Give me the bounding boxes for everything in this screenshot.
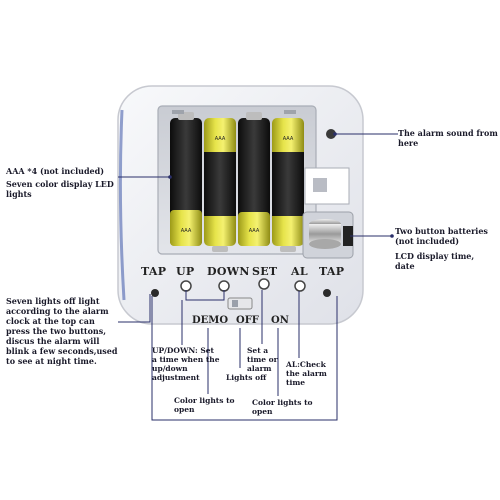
tap-right-button-hole [323, 289, 331, 297]
battery-1 [170, 112, 202, 246]
battery-2 [204, 118, 236, 252]
al-button-hole [294, 280, 306, 292]
off-label: OFF [236, 315, 259, 326]
aaa-label: AAA *4 (not included) [6, 166, 105, 176]
down-button-hole [218, 280, 230, 292]
tap-left-button-hole [151, 289, 159, 297]
seven-lights-label: Seven lights off light according to the … [6, 296, 118, 366]
up-button-hole [180, 280, 192, 292]
battery-mark-3: AAA [249, 228, 260, 234]
tap-left-label: TAP [141, 265, 167, 278]
battery-mark-1: AAA [181, 228, 192, 234]
up-label: UP [176, 265, 195, 278]
al-desc-label: AL:Check the alarm time [286, 360, 327, 387]
battery-mark-4: AAA [283, 136, 294, 142]
tap-right-label: TAP [319, 265, 345, 278]
battery-mark-2: AAA [215, 136, 226, 142]
speaker-hole [326, 129, 336, 139]
color-lights-open-label-2: Color lights to open [252, 398, 313, 416]
lcd-label: LCD display time, date [395, 251, 475, 271]
button-batteries-label: Two button batteries (not included) [395, 226, 488, 246]
color-lights-open-label-1: Color lights to open [174, 396, 235, 414]
set-label: SET [252, 265, 278, 278]
leader-lines [118, 133, 398, 421]
seven-color-label: Seven color display LED lights [6, 179, 114, 199]
updown-label: UP/DOWN: Set a time when the up/down adj… [152, 346, 220, 382]
lights-off-label: Lights off [226, 373, 267, 382]
alarm-sound-label: The alarm sound from here [398, 128, 498, 148]
down-label: DOWN [207, 265, 250, 278]
coin-batteries [302, 211, 354, 259]
battery-3 [238, 112, 270, 246]
set-button-hole [258, 278, 270, 290]
set-desc-label: Set a time or alarm [247, 346, 278, 373]
demo-label: DEMO [192, 315, 229, 326]
on-label: ON [271, 315, 289, 326]
battery-4 [272, 118, 304, 252]
al-label: AL [291, 265, 308, 278]
mode-slide-switch [227, 297, 253, 310]
